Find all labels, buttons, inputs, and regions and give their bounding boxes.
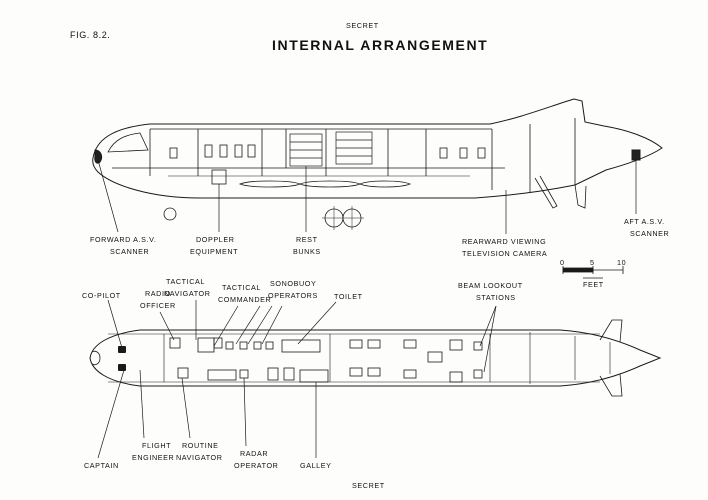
scale-tick-0: 0 xyxy=(560,258,565,267)
label-sonobuoy-2: OPERATORS xyxy=(268,291,318,300)
label-forward-asv-2: SCANNER xyxy=(110,247,150,256)
page-title: INTERNAL ARRANGEMENT xyxy=(272,37,489,53)
label-aft-asv-1: AFT A.S.V. xyxy=(624,217,665,226)
secret-top: SECRET xyxy=(346,21,379,30)
label-tac-nav-1: TACTICAL xyxy=(166,277,206,286)
label-doppler-2: EQUIPMENT xyxy=(190,247,239,256)
plan-fuselage-outline xyxy=(89,329,662,387)
scale-bar xyxy=(562,266,624,279)
side-fuselage-outline xyxy=(92,98,663,199)
label-rearward-2: TELEVISION CAMERA xyxy=(462,249,548,258)
label-beam-1: BEAM LOOKOUT xyxy=(458,281,523,290)
scale-unit: FEET xyxy=(583,280,604,289)
side-elevation xyxy=(92,98,663,230)
label-routine-2: NAVIGATOR xyxy=(176,453,223,462)
leader-lines xyxy=(97,159,637,459)
label-rest-2: BUNKS xyxy=(293,247,321,256)
label-routine-1: ROUTINE xyxy=(182,441,219,450)
label-sonobuoy-1: SONOBUOY xyxy=(270,279,317,288)
scale-tick-5: 5 xyxy=(590,258,595,267)
secret-bottom: SECRET xyxy=(352,481,385,490)
doppler-equipment xyxy=(211,169,227,185)
label-toilet: TOILET xyxy=(334,292,363,301)
forward-asv-scanner xyxy=(94,149,103,164)
label-flight-eng-2: ENGINEER xyxy=(132,453,175,462)
rest-bunks xyxy=(289,131,373,167)
label-radio-1: RADIO xyxy=(145,289,171,298)
label-forward-asv-1: FORWARD A.S.V. xyxy=(90,235,157,244)
label-flight-eng-1: FLIGHT xyxy=(142,441,172,450)
label-radio-2: OFFICER xyxy=(140,301,176,310)
aft-asv-scanner xyxy=(631,149,641,161)
plan-view xyxy=(89,319,662,397)
figure-number: FIG. 8.2. xyxy=(70,30,111,40)
label-rearward-1: REARWARD VIEWING xyxy=(462,237,547,246)
label-tac-nav-2: NAVIGATOR xyxy=(164,289,211,298)
label-copilot: CO-PILOT xyxy=(82,291,121,300)
label-rest-1: REST xyxy=(296,235,318,244)
label-radar-2: OPERATOR xyxy=(234,461,279,470)
label-tac-cmd-2: COMMANDER xyxy=(218,295,272,304)
label-captain: CAPTAIN xyxy=(84,461,119,470)
label-aft-asv-2: SCANNER xyxy=(630,229,670,238)
label-doppler-1: DOPPLER xyxy=(196,235,235,244)
label-tac-cmd-1: TACTICAL xyxy=(222,283,262,292)
scale-tick-10: 10 xyxy=(617,258,627,267)
label-galley: GALLEY xyxy=(300,461,332,470)
label-radar-1: RADAR xyxy=(240,449,269,458)
rearward-camera xyxy=(534,175,558,209)
label-beam-2: STATIONS xyxy=(476,293,516,302)
